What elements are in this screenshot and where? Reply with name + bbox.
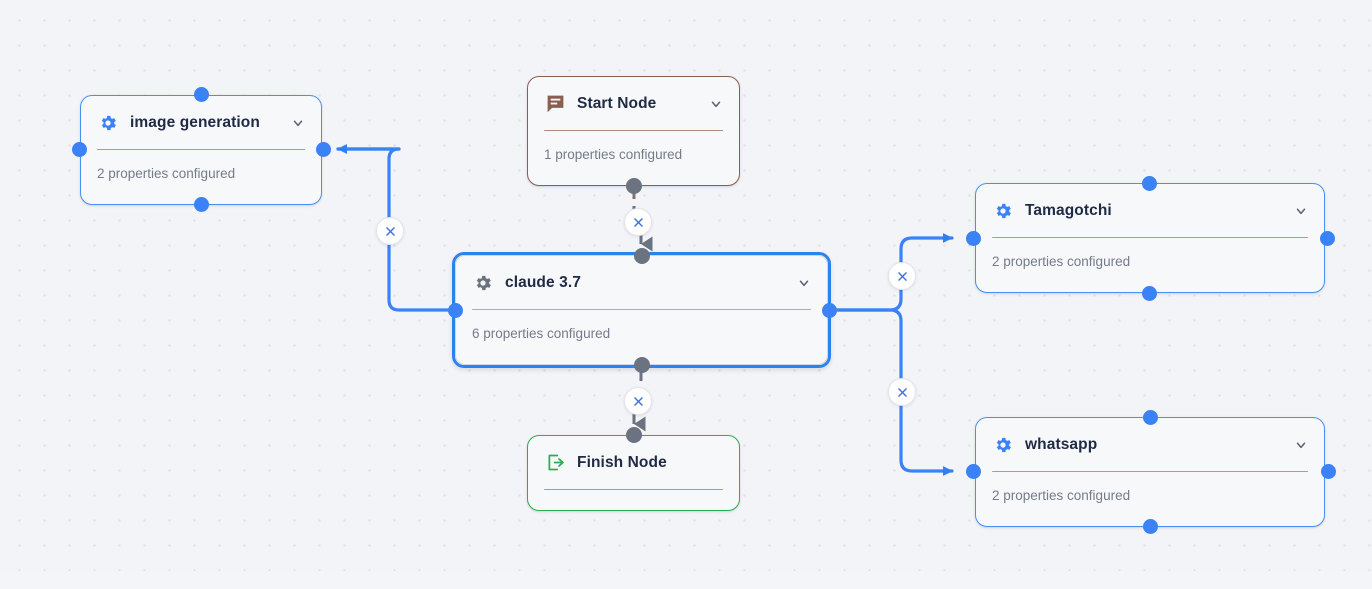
node-divider: [97, 149, 305, 151]
gear-icon: [472, 272, 494, 294]
node-subtitle-whatsapp: 2 properties configured: [992, 488, 1131, 504]
handle-claude-37-top[interactable]: [634, 248, 650, 264]
node-divider: [544, 489, 723, 491]
node-divider: [472, 309, 811, 311]
node-title-claude-37: claude 3.7: [505, 273, 581, 291]
node-title-finish-node: Finish Node: [577, 453, 667, 471]
handle-claude-37-right[interactable]: [822, 303, 837, 318]
handle-tamagotchi-top[interactable]: [1142, 176, 1157, 191]
handle-tamagotchi-right[interactable]: [1320, 231, 1335, 246]
node-body-finish-node: Finish Node: [528, 436, 739, 510]
node-body-image-generation: image generation 2 properties configured: [81, 96, 321, 204]
chevron-down-icon[interactable]: [709, 97, 723, 111]
gear-icon: [992, 434, 1014, 456]
node-subtitle-claude-37: 6 properties configured: [472, 326, 611, 342]
node-header-claude-37: claude 3.7: [472, 256, 811, 309]
edge-delete-claude-to-whatsapp[interactable]: [888, 378, 916, 406]
node-title-image-generation: image generation: [130, 113, 260, 131]
chevron-down-icon[interactable]: [797, 276, 811, 290]
gear-icon: [992, 200, 1014, 222]
handle-claude-37-left[interactable]: [448, 303, 463, 318]
node-finish-node[interactable]: Finish Node: [527, 435, 740, 511]
node-body-start-node: Start Node 1 properties configured: [528, 77, 739, 185]
node-tamagotchi[interactable]: Tamagotchi 2 properties configured: [975, 183, 1325, 293]
handle-image-generation-bottom[interactable]: [194, 197, 209, 212]
node-divider: [992, 237, 1308, 239]
node-subtitle-start-node: 1 properties configured: [544, 147, 683, 163]
node-image-generation[interactable]: image generation 2 properties configured: [80, 95, 322, 205]
chevron-down-icon[interactable]: [291, 116, 305, 130]
node-body-tamagotchi: Tamagotchi 2 properties configured: [976, 184, 1324, 292]
gear-icon: [97, 112, 119, 134]
edge-delete-start-to-claude[interactable]: [624, 208, 652, 236]
node-claude-37[interactable]: claude 3.7 6 properties configured: [452, 252, 831, 368]
handle-whatsapp-bottom[interactable]: [1143, 519, 1158, 534]
handle-tamagotchi-bottom[interactable]: [1142, 286, 1157, 301]
chevron-down-icon[interactable]: [1294, 438, 1308, 452]
node-start-node[interactable]: Start Node 1 properties configured: [527, 76, 740, 186]
node-body-whatsapp: whatsapp 2 properties configured: [976, 418, 1324, 526]
node-header-whatsapp: whatsapp: [992, 418, 1308, 471]
exit-arrow-icon: [544, 452, 566, 474]
node-body-claude-37: claude 3.7 6 properties configured: [455, 255, 828, 365]
node-divider: [992, 471, 1308, 473]
node-divider: [544, 130, 723, 132]
handle-whatsapp-right[interactable]: [1321, 464, 1336, 479]
handle-image-generation-right[interactable]: [316, 142, 331, 157]
node-header-start-node: Start Node: [544, 77, 723, 130]
edge-delete-claude-to-tamagotchi[interactable]: [888, 262, 916, 290]
edge-delete-claude-to-finish[interactable]: [624, 387, 652, 415]
node-header-tamagotchi: Tamagotchi: [992, 184, 1308, 237]
node-subtitle-tamagotchi: 2 properties configured: [992, 254, 1131, 270]
handle-whatsapp-top[interactable]: [1143, 410, 1158, 425]
node-title-tamagotchi: Tamagotchi: [1025, 201, 1112, 219]
speech-bubble-icon: [544, 93, 566, 115]
node-whatsapp[interactable]: whatsapp 2 properties configured: [975, 417, 1325, 527]
node-header-finish-node: Finish Node: [544, 436, 723, 489]
handle-start-node-bottom[interactable]: [626, 178, 642, 194]
canvas-bottom-fade: [0, 571, 1372, 589]
edge-delete-claude-to-image-generation[interactable]: [376, 217, 404, 245]
handle-claude-37-bottom[interactable]: [634, 357, 650, 373]
node-subtitle-image-generation: 2 properties configured: [97, 166, 236, 182]
handle-tamagotchi-left[interactable]: [966, 231, 981, 246]
node-title-whatsapp: whatsapp: [1025, 435, 1098, 453]
handle-image-generation-top[interactable]: [194, 87, 209, 102]
handle-finish-node-top[interactable]: [626, 427, 642, 443]
handle-whatsapp-left[interactable]: [966, 464, 981, 479]
handle-image-generation-left[interactable]: [72, 142, 87, 157]
node-header-image-generation: image generation: [97, 96, 305, 149]
chevron-down-icon[interactable]: [1294, 204, 1308, 218]
node-title-start-node: Start Node: [577, 94, 657, 112]
